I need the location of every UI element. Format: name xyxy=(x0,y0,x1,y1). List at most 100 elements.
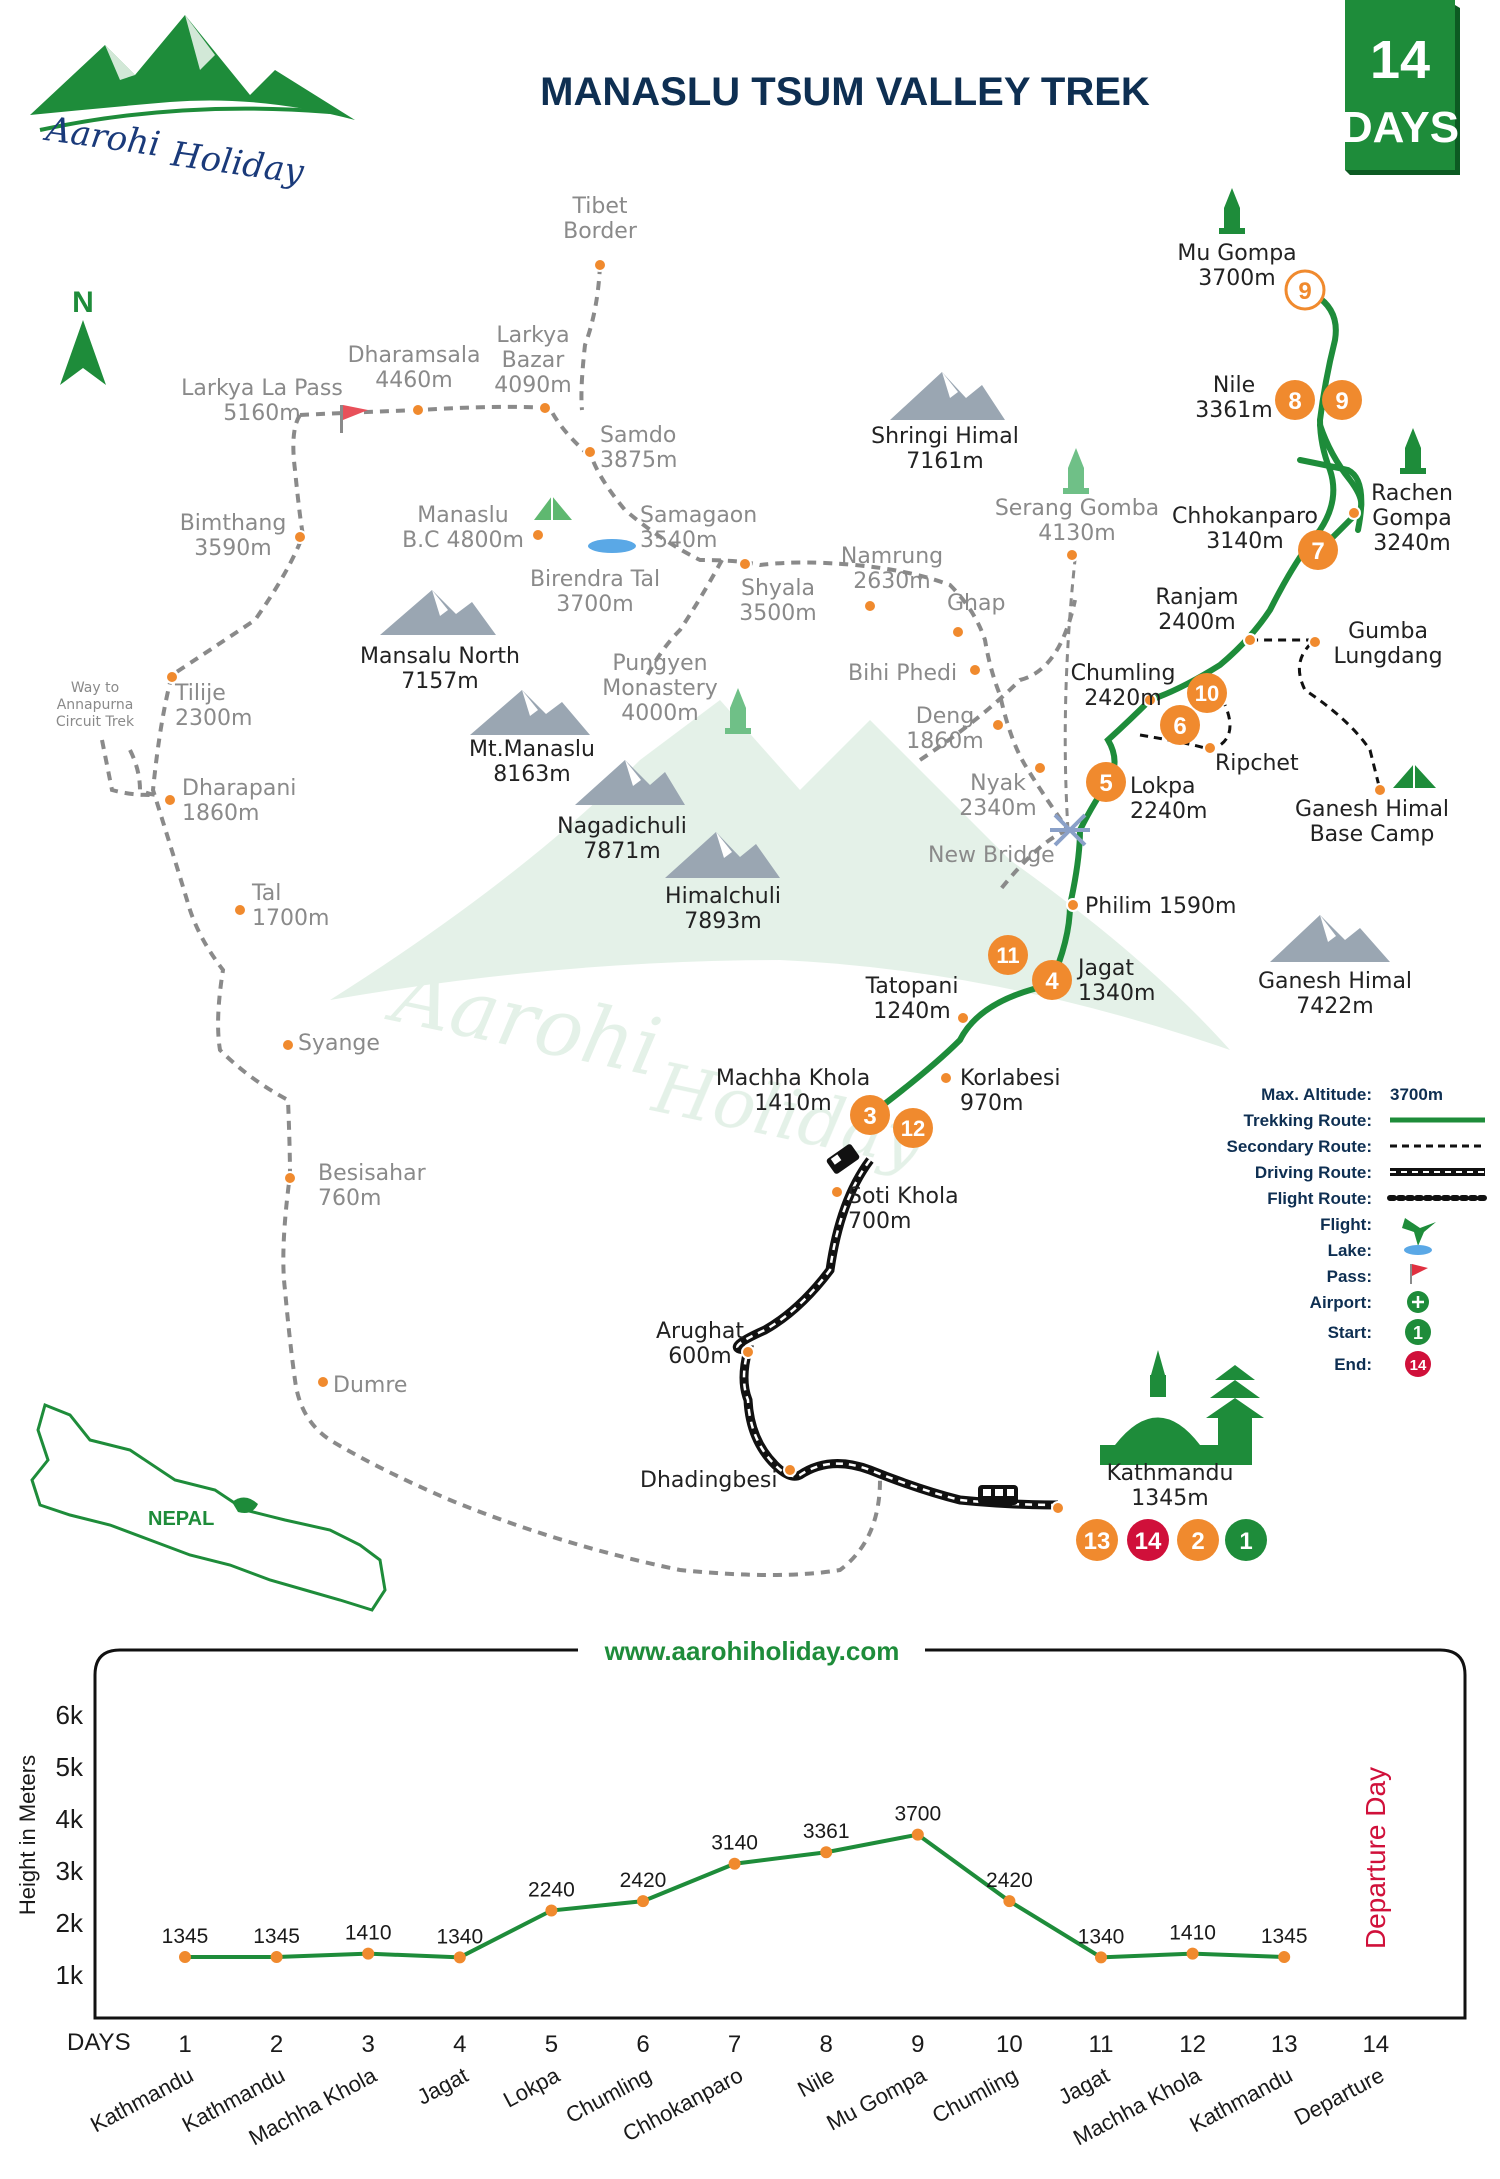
place-label-line: 4090m xyxy=(494,373,571,398)
x-tick-place: Kathmandu xyxy=(1185,2062,1296,2137)
svg-text:8: 8 xyxy=(1288,388,1301,415)
place-label-line: 1860m xyxy=(906,729,983,754)
place-label-line: Mansalu North xyxy=(360,644,520,669)
place-label-line: Rachen xyxy=(1371,481,1453,506)
place-label-line: Mt.Manaslu xyxy=(469,737,595,762)
days-badge: 14 DAYS xyxy=(1341,0,1460,175)
place-label-line: Philim 1590m xyxy=(1085,894,1236,919)
svg-text:7: 7 xyxy=(1311,538,1324,565)
svg-text:Max. Altitude:: Max. Altitude: xyxy=(1261,1085,1372,1104)
x-tick-place: Nile xyxy=(793,2062,838,2102)
elevation-point xyxy=(1095,1951,1107,1964)
place-label-line: 3240m xyxy=(1373,531,1450,556)
x-tick-place: Mu Gompa xyxy=(822,2062,930,2136)
place-label-line: Tilije xyxy=(174,681,226,706)
place-label-line: Soti Khola xyxy=(848,1184,959,1209)
place-label-line: Arughat xyxy=(656,1319,744,1344)
place-label-line: Bihi Phedi xyxy=(848,661,957,686)
place-label-line: Bazar xyxy=(502,348,566,373)
place-label-line: 8163m xyxy=(493,762,570,787)
flight-icon xyxy=(1402,1218,1436,1246)
place-label-line: Tatopani xyxy=(865,974,959,999)
svg-text:Trekking Route:: Trekking Route: xyxy=(1244,1111,1372,1130)
svg-text:10: 10 xyxy=(1195,681,1219,706)
place-label-line: Samdo xyxy=(600,423,676,448)
place-label-line: 760m xyxy=(318,1186,381,1211)
website-url[interactable]: www.aarohiholiday.com xyxy=(604,1636,900,1666)
elevation-point xyxy=(1186,1947,1199,1960)
place-label-line: Tibet xyxy=(572,194,628,219)
elevation-data-label: 3140 xyxy=(711,1832,758,1855)
y-tick-label: 1k xyxy=(56,1960,84,1990)
svg-text:N: N xyxy=(72,286,94,319)
gompa-stupa-icon xyxy=(1219,188,1245,234)
place-label-line: 2300m xyxy=(175,706,252,731)
place-label-line: Base Camp xyxy=(1310,822,1435,847)
elevation-chart: www.aarohiholiday.com Height in Meters D… xyxy=(15,1636,1467,2150)
place-label-line: Machha Khola xyxy=(716,1066,870,1091)
chart-xlabel: DAYS xyxy=(67,2029,131,2056)
place-label-line: Dharapani xyxy=(182,776,296,801)
stop-markers xyxy=(163,258,1387,1515)
svg-text:12: 12 xyxy=(901,1116,925,1141)
nepal-inset-map: NEPAL xyxy=(30,1402,387,1612)
place-label-line: New Bridge xyxy=(928,843,1055,868)
place-label-line: 3700m xyxy=(1198,266,1275,291)
elevation-point xyxy=(728,1857,741,1870)
place-label-line: Syange xyxy=(298,1031,380,1056)
place-label-line: Nyak xyxy=(970,771,1026,796)
elevation-data-label: 1345 xyxy=(253,1925,300,1948)
elevation-point xyxy=(911,1828,924,1841)
svg-text:4: 4 xyxy=(1045,968,1059,995)
place-label-line: 7893m xyxy=(684,909,761,934)
place-label-line: Ripchet xyxy=(1215,751,1299,776)
elevation-point xyxy=(270,1951,283,1964)
departure-day-annotation: Departure Day xyxy=(1360,1767,1391,1949)
place-label-line: Gumba xyxy=(1348,619,1428,644)
place-label: Ripchet xyxy=(1215,751,1299,776)
chart-ylabel: Height in Meters xyxy=(15,1755,40,1915)
place-label-line: Besisahar xyxy=(318,1161,427,1186)
mountain-peak-icon xyxy=(890,372,1005,420)
place-label-line: 3590m xyxy=(194,536,271,561)
elevation-data-label: 1345 xyxy=(1261,1925,1308,1948)
elevation-point xyxy=(1278,1951,1291,1964)
place-label-line: Ganesh Himal xyxy=(1258,969,1412,994)
brand-logo: Aarohi Holiday xyxy=(30,15,355,193)
place-label-line: Lungdang xyxy=(1333,644,1442,669)
place-label-line: Serang Gomba xyxy=(995,496,1159,521)
elevation-point xyxy=(1003,1895,1016,1908)
gompa-stupa-icon xyxy=(725,688,751,734)
place-label-line: Border xyxy=(563,219,638,244)
elevation-data-label: 1345 xyxy=(162,1925,209,1948)
x-tick-day: 13 xyxy=(1271,2031,1298,2058)
svg-text:End:: End: xyxy=(1334,1355,1372,1374)
svg-text:Lake:: Lake: xyxy=(1328,1241,1372,1260)
y-tick-label: 2k xyxy=(56,1908,84,1938)
y-tick-label: 4k xyxy=(56,1804,84,1834)
mountain-peak-icon xyxy=(470,690,590,735)
svg-text:9: 9 xyxy=(1335,388,1348,415)
place-label-line: Annapurna xyxy=(57,697,134,713)
svg-text:Pass:: Pass: xyxy=(1327,1267,1372,1286)
bus-icon xyxy=(978,1485,1018,1505)
page-title: MANASLU TSUM VALLEY TREK xyxy=(540,70,1150,114)
svg-text:3700m: 3700m xyxy=(1390,1085,1443,1104)
